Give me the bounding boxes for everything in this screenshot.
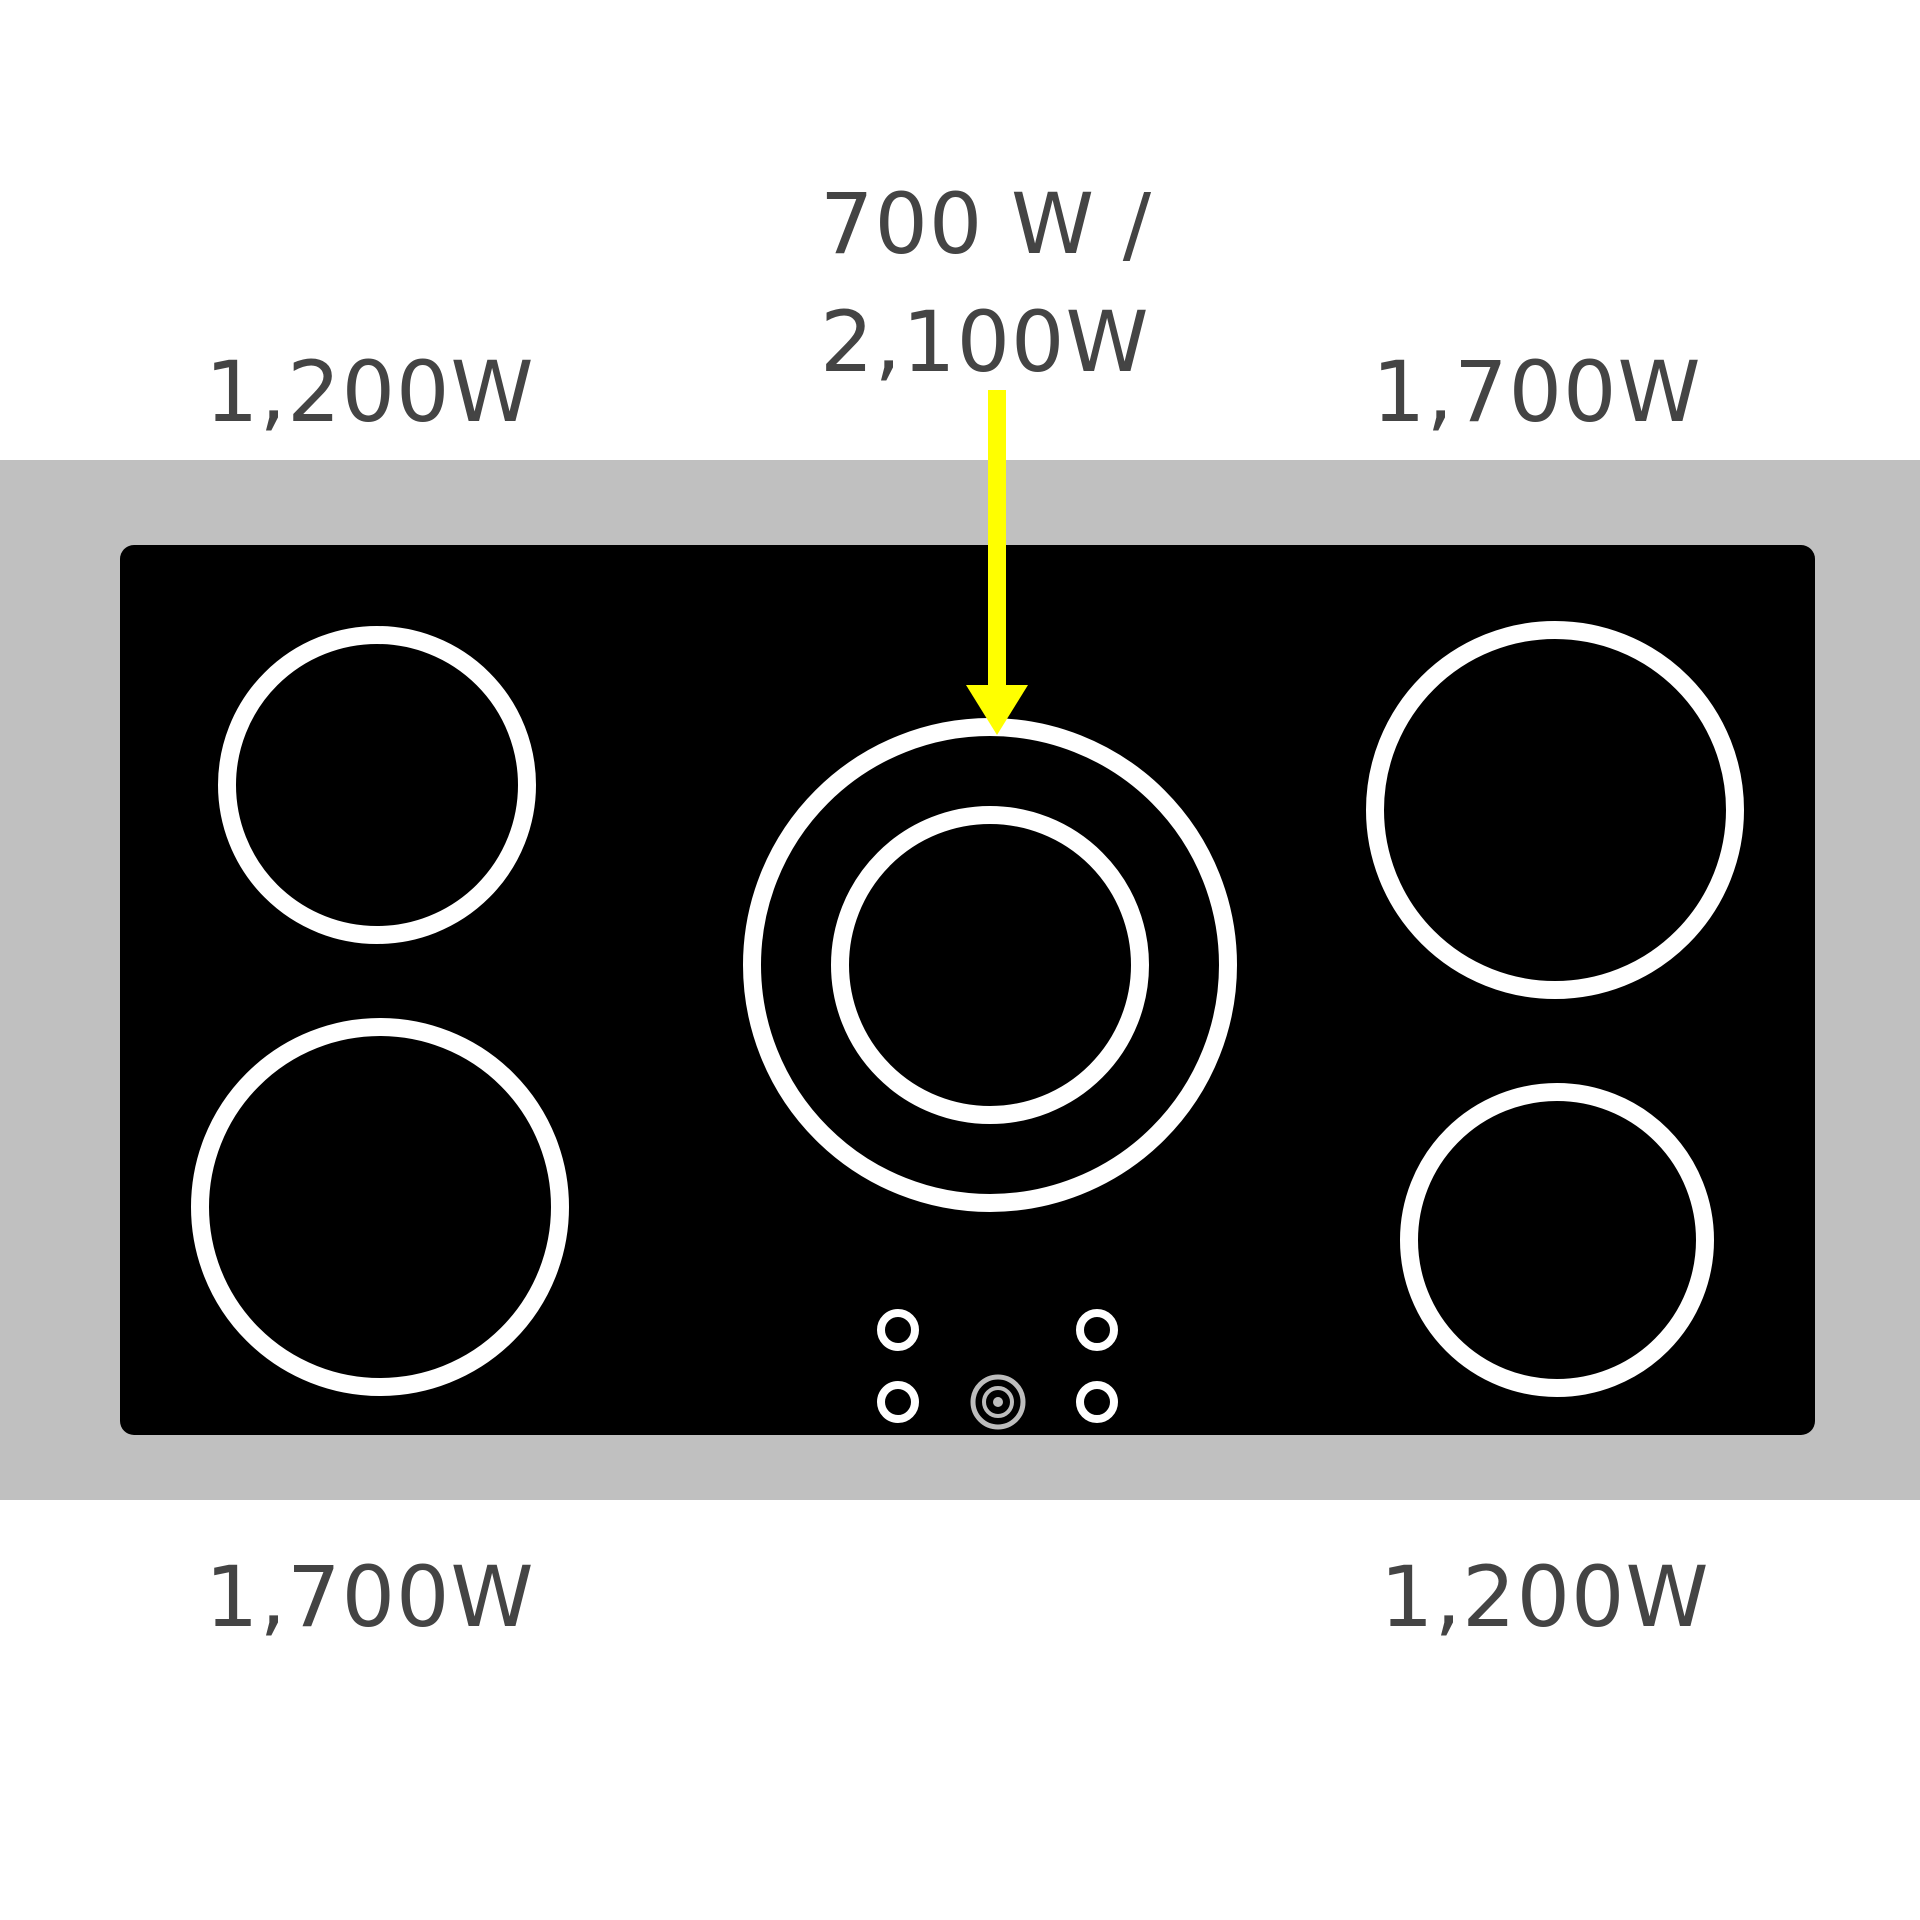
burner-power-label-bottom-left: 1,700W [205, 1548, 535, 1646]
burner-top-left [218, 626, 536, 944]
touch-control-icon[interactable] [877, 1309, 919, 1351]
burner-power-label-top-left: 1,200W [205, 343, 535, 441]
arrow-icon [966, 390, 1028, 735]
burner-bottom-left [191, 1018, 569, 1396]
power-button-icon[interactable] [970, 1374, 1026, 1430]
burner-power-label-bottom-right: 1,200W [1380, 1548, 1710, 1646]
touch-control-icon[interactable] [877, 1381, 919, 1423]
burner-center-outer [743, 718, 1237, 1212]
burner-power-label-top-right: 1,700W [1372, 343, 1702, 441]
touch-control-icon[interactable] [1076, 1381, 1118, 1423]
burner-bottom-right [1400, 1083, 1714, 1397]
touch-control-icon[interactable] [1076, 1309, 1118, 1351]
center-power-line-2: 2,100W [820, 293, 1150, 391]
center-power-line-1: 700 W / [820, 175, 1153, 273]
burner-center-inner [831, 806, 1149, 1124]
burner-power-label-center: 700 W / 2,100W [820, 165, 1180, 401]
burner-top-right [1366, 621, 1744, 999]
cooktop-glass [120, 545, 1815, 1435]
